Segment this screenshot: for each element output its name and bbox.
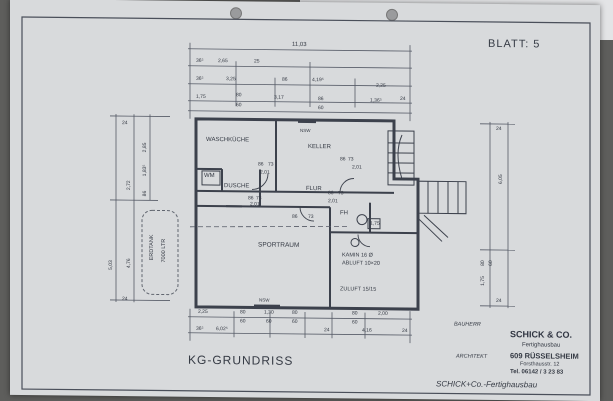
dim-right: 60 xyxy=(488,260,494,266)
dim-top: 86 xyxy=(318,96,324,102)
dim-top: 3,25 xyxy=(226,76,236,82)
dim-right: 24 xyxy=(496,298,502,304)
stamp-city: 609 RÜSSELSHEIM xyxy=(510,351,579,361)
dim-left: 24 xyxy=(122,120,128,126)
dim-bottom: 80 xyxy=(352,310,358,316)
label-zuluft: ZULUFT 15/15 xyxy=(340,286,376,292)
door-swings xyxy=(252,173,370,246)
dim-right: 24 xyxy=(496,126,502,132)
floor-plan-drawing xyxy=(10,0,600,401)
dim-left: 86 xyxy=(142,191,148,197)
dim-top: 2,25 xyxy=(376,83,386,89)
flue-line xyxy=(190,225,350,229)
drawing-sheet: BLATT: 5 WASCHKÜCHE KELLER WM DUSCHE FLU… xyxy=(10,0,600,401)
room-label-sportraum: SPORTRAUM xyxy=(258,242,299,249)
interior-walls xyxy=(196,119,418,309)
stamp-street: Forsthausstr. 12 xyxy=(520,361,559,367)
drawing-title: KG-GRUNDRISS xyxy=(188,353,293,368)
dim-top: 3,17 xyxy=(274,95,284,101)
dim-top: 60 xyxy=(236,102,242,108)
dim-top: 36⁵ xyxy=(196,58,204,64)
dim-bottom: 2,00 xyxy=(378,311,388,317)
dim-left: 4,76 xyxy=(126,258,132,268)
dim-inner: 2,01 xyxy=(352,164,362,170)
left-dimension-lines xyxy=(110,114,170,303)
dim-bottom: 60 xyxy=(240,318,246,324)
dim-bottom: 2,25 xyxy=(198,309,208,315)
dim-top: 24 xyxy=(400,96,406,102)
dim-left: 2,72 xyxy=(126,180,132,190)
room-label-dusche: DUSCHE xyxy=(224,183,249,189)
stamp-tel: Tel. 06142 / 3 23 83 xyxy=(510,369,563,376)
outer-walls xyxy=(196,119,418,309)
dim-bottom: 24 xyxy=(324,327,330,333)
dim-bottom: 36⁵ xyxy=(196,326,204,332)
dim-left: 5,03 xyxy=(108,260,114,270)
dim-top: 25 xyxy=(254,58,260,64)
dim-inner: 86 xyxy=(328,190,334,196)
dim-bottom: 1,30 xyxy=(264,310,274,316)
dim-inner: 73 xyxy=(268,162,274,168)
dim-inner: 2,01 xyxy=(328,198,338,204)
bauherr-label: BAUHERR xyxy=(454,322,481,328)
label-tank-volume: 7000 LTR xyxy=(161,239,167,263)
dim-bottom: 24 xyxy=(402,328,408,334)
dim-bottom: 60 xyxy=(266,319,272,325)
exterior-steps xyxy=(418,181,466,242)
dim-bottom: 80 xyxy=(292,310,298,316)
dim-inner: 73 xyxy=(308,214,314,220)
dim-bottom: 80 xyxy=(240,309,246,315)
dim-bottom: 6,02⁵ xyxy=(216,326,228,332)
dim-top-total: 11,03 xyxy=(292,42,307,48)
dim-top: 36⁵ xyxy=(196,76,204,82)
dim-bottom: 4,16 xyxy=(362,328,372,334)
dim-top: 80 xyxy=(236,92,242,98)
room-label-fh: FH xyxy=(340,210,348,216)
dim-top: 4,19⁵ xyxy=(312,77,324,83)
dim-top: 1,75 xyxy=(196,94,206,100)
dim-inner: 73 xyxy=(348,156,354,162)
label-kamin: KAMIN 16 Ø xyxy=(342,252,373,258)
label-erdtank: ERDTANK xyxy=(149,234,155,260)
dim-right: 80 xyxy=(480,260,486,266)
dim-inner: 2,01 xyxy=(250,201,260,207)
architekt-label: ARCHITEKT xyxy=(456,354,487,360)
window-mark-sportraum: NSW xyxy=(259,298,270,303)
footer-company: SCHICK+Co.-Fertighausbau xyxy=(436,379,537,389)
dim-bottom: 60 xyxy=(352,319,358,325)
dim-top: 1,36⁵ xyxy=(370,98,382,104)
dim-left: 24 xyxy=(122,296,128,302)
dim-right: 1,75 xyxy=(480,276,486,286)
staircase xyxy=(388,131,414,185)
room-label-keller: KELLER xyxy=(308,144,331,150)
dim-inner: 86 xyxy=(258,162,264,168)
sheet-number: BLATT: 5 xyxy=(488,38,540,51)
stamp-line1: Fertighausbau xyxy=(522,342,560,348)
stamp-company: SCHICK & CO. xyxy=(510,329,572,340)
dim-left: 1,83⁵ xyxy=(142,164,148,176)
label-abluft: ABLUFT 10×20 xyxy=(342,260,380,266)
dim-top: 60 xyxy=(318,105,324,111)
window-mark-keller: NSW xyxy=(300,128,311,133)
dim-left: 2,85 xyxy=(142,143,148,153)
dim-inner: 86 xyxy=(292,214,298,220)
dim-bottom: 60 xyxy=(292,319,298,325)
dim-top: 2,65 xyxy=(218,58,228,64)
dim-inner: 86 xyxy=(340,156,346,162)
dim-inner: 73 xyxy=(338,190,344,196)
dim-inner: 1,75 xyxy=(370,221,380,227)
erdtank-outline xyxy=(142,210,178,294)
room-label-flur: FLUR xyxy=(306,186,322,192)
dim-right: 6,05 xyxy=(498,174,504,184)
window-hatches xyxy=(226,121,316,306)
dim-inner: 2,01 xyxy=(260,170,270,176)
dim-top: 86 xyxy=(282,77,288,83)
room-label-waschkueche: WASCHKÜCHE xyxy=(206,137,249,143)
room-label-wm: WM xyxy=(204,173,215,179)
